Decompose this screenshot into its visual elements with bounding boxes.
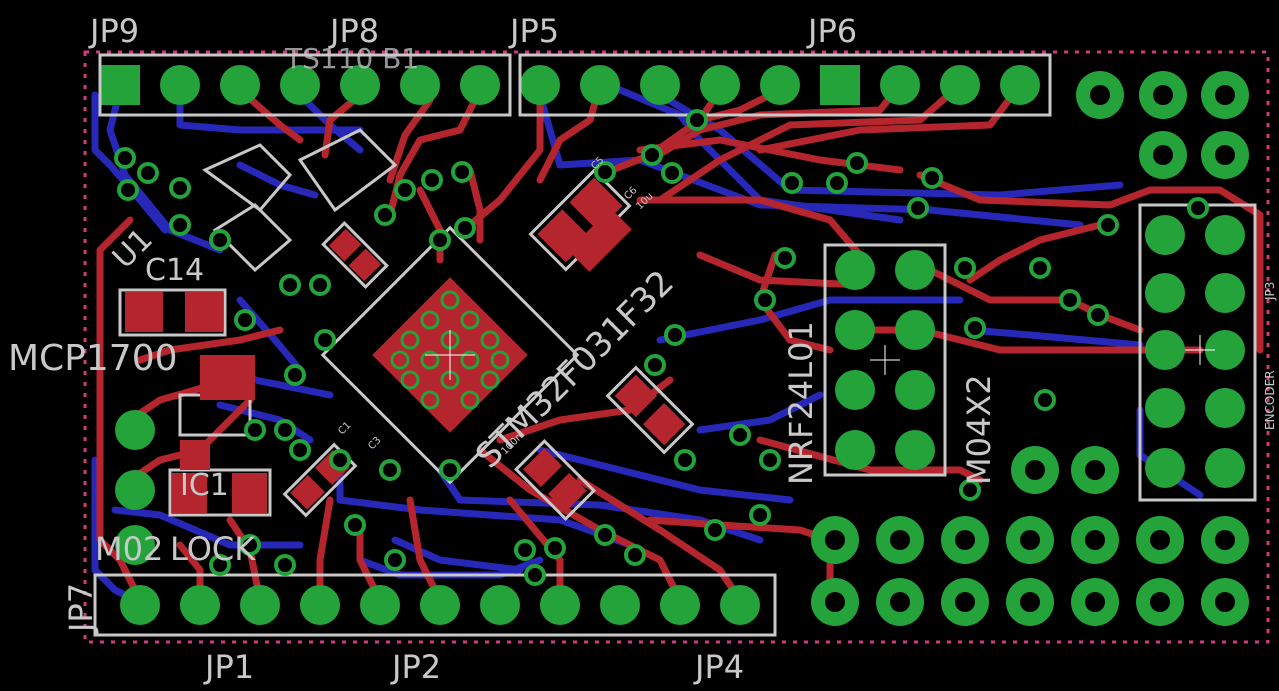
pad-centers <box>870 335 1215 375</box>
label-ts110: TS110 B1 <box>284 42 419 75</box>
pad <box>400 65 440 105</box>
label-jp6: JP6 <box>806 12 857 50</box>
pad <box>1145 448 1185 488</box>
vias <box>114 109 1209 586</box>
pad <box>360 585 400 625</box>
mcu-package <box>320 225 580 485</box>
pad <box>835 430 875 470</box>
pad <box>895 370 935 410</box>
pad <box>540 585 580 625</box>
square-pad <box>100 65 140 105</box>
label-jp2: JP2 <box>390 648 441 686</box>
pad <box>420 585 460 625</box>
silkscreen-outlines <box>93 53 1257 637</box>
pad <box>280 65 320 105</box>
label-c3: C3 <box>366 435 383 452</box>
label-jp4: JP4 <box>693 648 744 686</box>
pad <box>1205 448 1245 488</box>
label-jp7: JP7 <box>62 583 100 634</box>
pads <box>100 65 1249 626</box>
label-nrf24l01: NRF24L01 <box>782 321 820 485</box>
pad <box>120 585 160 625</box>
pad <box>160 65 200 105</box>
label-mcp1700: MCP1700 <box>8 338 178 379</box>
pad <box>1205 215 1245 255</box>
pad <box>115 525 155 565</box>
label-c14: C14 <box>145 253 204 288</box>
label-jp5: JP5 <box>508 12 559 50</box>
label-m02: M02 <box>95 530 163 568</box>
label-jp3: JP3 <box>1263 282 1277 301</box>
pad <box>1205 388 1245 428</box>
label-lock: LOCK <box>170 530 256 568</box>
label-ic1: IC1 <box>180 468 229 503</box>
pad <box>700 65 740 105</box>
pad <box>460 65 500 105</box>
pad <box>480 585 520 625</box>
label-jp8: JP8 <box>328 12 379 50</box>
pad <box>720 585 760 625</box>
pad <box>115 470 155 510</box>
label-m04x2: M04X2 <box>960 374 998 485</box>
pad <box>580 65 620 105</box>
pad <box>835 310 875 350</box>
label-encoder: ENCODER <box>1263 370 1277 430</box>
pad <box>880 65 920 105</box>
pad <box>835 250 875 290</box>
pad <box>1145 215 1185 255</box>
pad <box>760 65 800 105</box>
label-jp9: JP9 <box>88 12 139 50</box>
pad <box>300 585 340 625</box>
pad <box>1000 65 1040 105</box>
pad <box>340 65 380 105</box>
pad <box>640 65 680 105</box>
pad <box>220 65 260 105</box>
pad <box>520 65 560 105</box>
pad <box>895 430 935 470</box>
square-pad <box>820 65 860 105</box>
board-outline <box>83 50 1270 644</box>
pad <box>660 585 700 625</box>
pad <box>1145 330 1185 370</box>
pad <box>1145 273 1185 313</box>
pad <box>180 585 220 625</box>
label-c1: C1 <box>336 420 353 437</box>
pad <box>1205 273 1245 313</box>
pad <box>1145 388 1185 428</box>
pad <box>1205 330 1245 370</box>
pad <box>835 370 875 410</box>
label-jp1: JP1 <box>203 648 254 686</box>
pad <box>895 250 935 290</box>
pad <box>940 65 980 105</box>
pad <box>115 410 155 450</box>
pad <box>600 585 640 625</box>
pad <box>240 585 280 625</box>
pad <box>895 310 935 350</box>
